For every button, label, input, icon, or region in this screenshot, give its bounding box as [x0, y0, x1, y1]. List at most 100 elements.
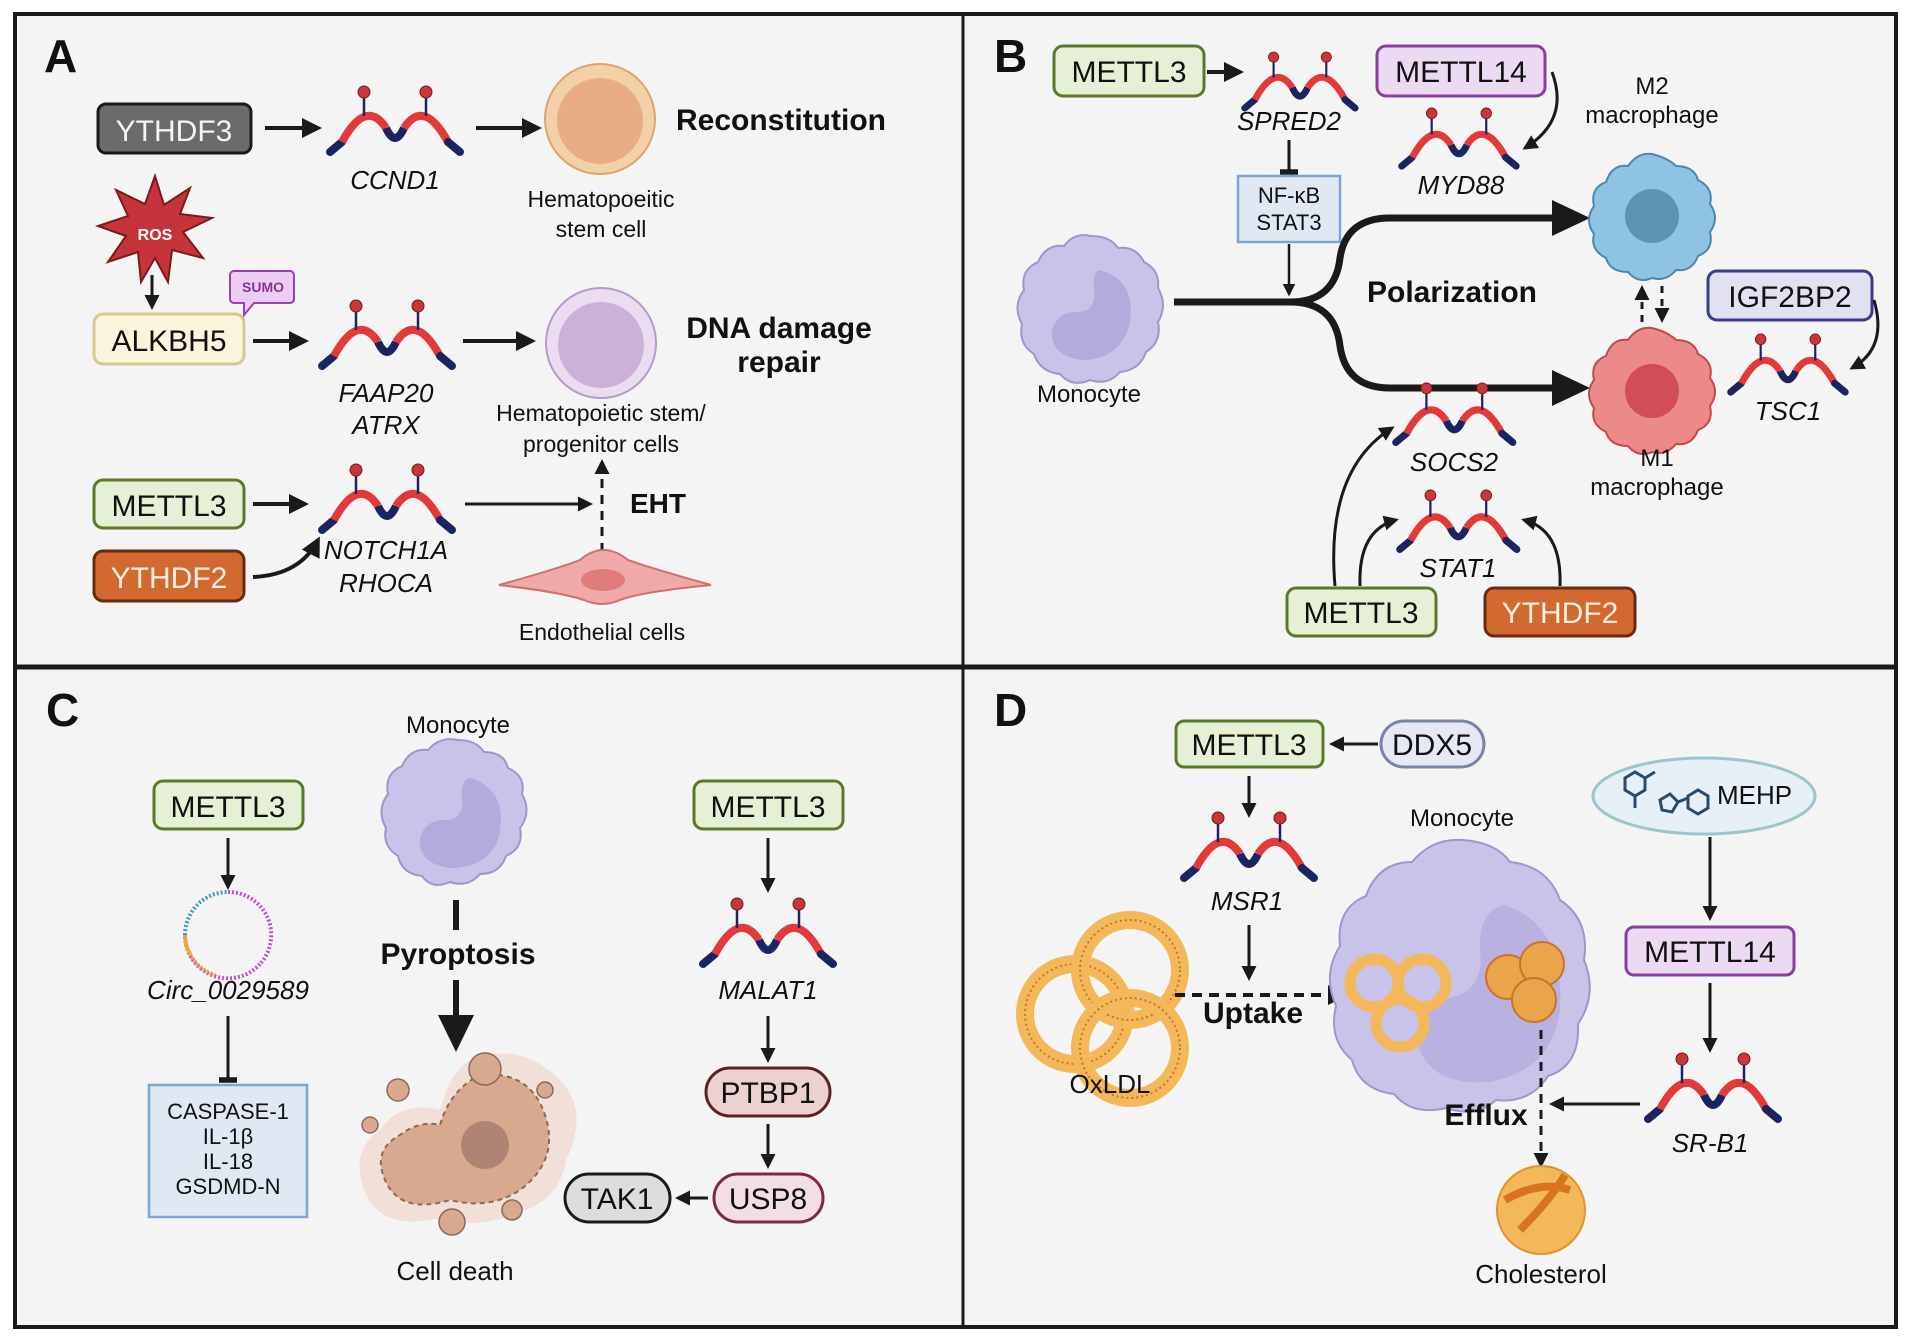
- mettl3-label-d: METTL3: [1191, 729, 1306, 762]
- endothelial-cell-icon: [498, 549, 712, 605]
- efflux-label: Efflux: [1444, 1099, 1528, 1132]
- m1-label-line1: M1: [1640, 445, 1673, 472]
- panel-c: C METTL3 Circ_0029589 CASPASE-1 IL-1β IL…: [46, 684, 845, 1286]
- ythdf2-label-a: YTHDF2: [111, 562, 228, 595]
- arrow-mettl3-to-socs2: [1332, 426, 1395, 587]
- mettl14-box-b: [1375, 44, 1547, 98]
- ythdf2-box-b: [1483, 586, 1637, 638]
- monocyte-cell-icon-c: [380, 738, 528, 886]
- circ-label: Circ_0029589: [147, 975, 309, 1005]
- mettl14-label-b: METTL14: [1395, 56, 1527, 89]
- mettl3-label-c-left: METTL3: [170, 791, 285, 824]
- target-il18: IL-18: [203, 1149, 253, 1174]
- malat1-label: MALAT1: [718, 975, 817, 1005]
- faap20-label: FAAP20: [339, 378, 434, 408]
- srb1-label: SR-B1: [1672, 1128, 1749, 1158]
- panel-a-label: A: [44, 30, 77, 82]
- ythdf2-label-b: YTHDF2: [1502, 597, 1619, 630]
- mettl3-box-a: [92, 478, 246, 530]
- ythdf2-box-a: [92, 549, 246, 603]
- monocyte-label-d: Monocyte: [1410, 805, 1514, 832]
- stat1-label: STAT1: [1419, 553, 1496, 583]
- mettl3-box-b-top: [1052, 44, 1206, 98]
- m1-macrophage-icon: [1588, 326, 1716, 455]
- target-il1b: IL-1β: [203, 1124, 254, 1149]
- hematopoietic-stem-cell-icon: [544, 63, 656, 175]
- panel-d: D METTL3 DDX5 MSR1 OxLDL Uptake Monocyte: [994, 684, 1817, 1289]
- hsc-label-line2: stem cell: [556, 216, 647, 242]
- ccnd1-label: CCND1: [350, 165, 440, 195]
- circrna-icon: [182, 889, 274, 981]
- nfkb-label: NF-κB: [1258, 183, 1320, 208]
- panel-d-label: D: [994, 684, 1027, 736]
- mettl3-label-a: METTL3: [111, 490, 226, 523]
- mettl3-label-b-top: METTL3: [1071, 56, 1186, 89]
- mettl3-box-d: [1174, 719, 1325, 769]
- dna-repair-line2: repair: [737, 346, 821, 379]
- arrow-ythdf2-to-notch1a: [252, 536, 320, 579]
- mehp-label: MEHP: [1717, 780, 1792, 810]
- cholesterol-label: Cholesterol: [1475, 1259, 1607, 1289]
- ddx5-box: [1379, 719, 1486, 769]
- myd88-label: MYD88: [1418, 170, 1505, 200]
- cell-death-label: Cell death: [396, 1256, 513, 1286]
- mettl3-box-b-bottom: [1285, 586, 1438, 638]
- sumo-label: SUMO: [242, 279, 284, 295]
- dna-repair-line1: DNA damage: [686, 312, 872, 345]
- hsc-label-line1: Hematopoeitic: [527, 186, 674, 212]
- monocyte-cell-icon-b: [1016, 234, 1164, 384]
- monocyte-label-b: Monocyte: [1037, 381, 1141, 408]
- polarization-arrows: [1174, 200, 1590, 406]
- nfkb-stat3-box: [1236, 174, 1342, 244]
- hspc-label-line2: progenitor cells: [523, 431, 679, 457]
- hspc-cell-icon: [545, 287, 657, 399]
- pyroptosis-arrowhead: [438, 1015, 474, 1052]
- usp8-label: USP8: [729, 1183, 807, 1216]
- mettl3-box-c-right: [692, 779, 845, 831]
- m2-label-line1: M2: [1635, 73, 1668, 100]
- mettl14-box-d: [1624, 925, 1796, 977]
- notch1a-label: NOTCH1A: [324, 535, 448, 565]
- alkbh5-box: [92, 312, 246, 366]
- panel-b-label: B: [994, 30, 1027, 82]
- reconstitution-label: Reconstitution: [676, 104, 886, 137]
- ros-label: ROS: [138, 227, 173, 244]
- arrow-igf2bp2-to-tsc1: [1849, 299, 1880, 370]
- panel-b: B METTL3 SPRED2 NF-κB STAT3 METTL14 MYD8…: [994, 30, 1880, 638]
- oxldl-label: OxLDL: [1070, 1069, 1151, 1099]
- atrx-label: ATRX: [350, 410, 421, 440]
- arrow-ythdf2-to-stat1: [1521, 515, 1562, 587]
- panel-a: A YTHDF3 CCND1 Reconstitution Hematopoei…: [44, 30, 886, 645]
- eht-label: EHT: [630, 488, 686, 519]
- stat3-label: STAT3: [1256, 210, 1321, 235]
- ptbp1-box: [704, 1066, 832, 1118]
- sumo-tag-icon: [229, 270, 295, 318]
- arrow-mettl3-to-stat1: [1358, 515, 1399, 587]
- endothelial-label: Endothelial cells: [519, 619, 685, 645]
- tak1-label: TAK1: [581, 1183, 654, 1216]
- m2-label-line2: macrophage: [1585, 102, 1718, 129]
- target-gsdmdn: GSDMD-N: [175, 1174, 280, 1199]
- cholesterol-icon: [1496, 1165, 1586, 1255]
- ythdf3-box: [96, 102, 253, 155]
- igf2bp2-box: [1706, 269, 1874, 322]
- ptbp1-label: PTBP1: [720, 1077, 815, 1110]
- rhoca-label: RHOCA: [339, 568, 433, 598]
- tsc1-label: TSC1: [1755, 396, 1821, 426]
- alkbh5-label: ALKBH5: [111, 325, 226, 358]
- arrow-mettl14-to-myd88: [1522, 71, 1559, 150]
- ythdf3-label: YTHDF3: [116, 115, 233, 148]
- usp8-box: [712, 1172, 825, 1224]
- pyroptosis-targets-box: [147, 1083, 309, 1219]
- m2-macrophage-icon: [1588, 152, 1716, 281]
- mettl3-label-b-bottom: METTL3: [1303, 597, 1418, 630]
- mettl3-box-c-left: [152, 779, 305, 831]
- m1-label-line2: macrophage: [1590, 474, 1723, 501]
- monocyte-label-c: Monocyte: [406, 712, 510, 739]
- ros-burst-icon: [94, 172, 216, 286]
- hspc-label-line1: Hematopoietic stem/: [496, 400, 706, 426]
- dying-cell-icon: [359, 1052, 577, 1236]
- pyroptosis-label: Pyroptosis: [380, 938, 535, 971]
- spred2-label: SPRED2: [1237, 106, 1342, 136]
